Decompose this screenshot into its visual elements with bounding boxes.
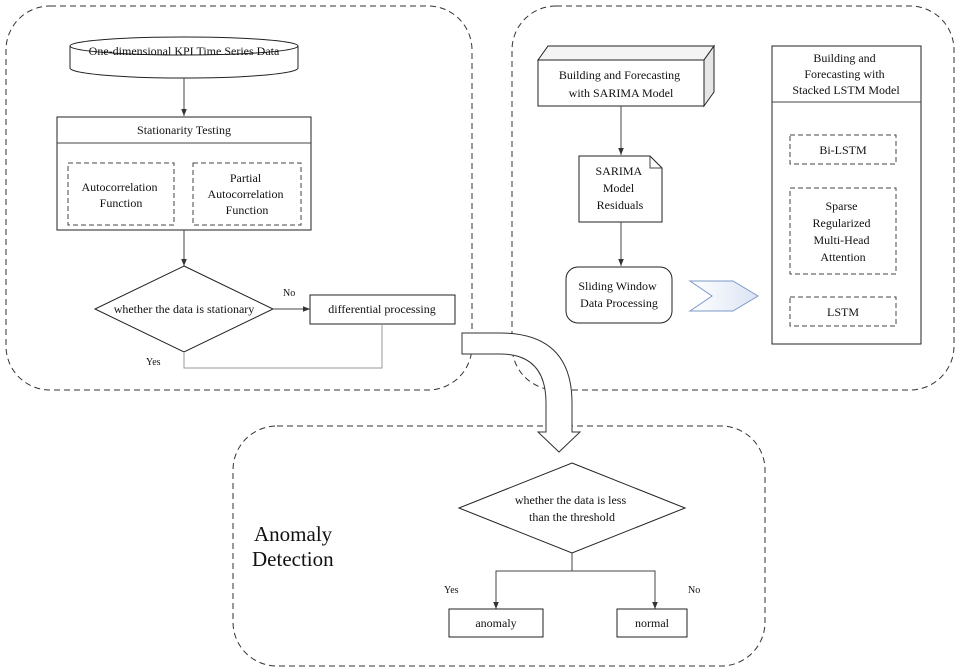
attention-layer [789,187,897,275]
stationarity-testing-box: Stationarity Testing Autocorrelation Fun… [56,116,312,231]
stacked-lstm-box: Building and Forecasting with Stacked LS… [771,45,922,345]
sarima-model-box: Building and Forecasting with SARIMA Mod… [537,44,715,108]
yes-label-bottom: Yes [444,585,459,596]
right-panel-frame [511,5,955,391]
stationary-decision-diamond: whether the data is stationary [93,265,275,353]
no-label-left: No [283,288,295,299]
stationary-decision-label: whether the data is stationary [114,302,255,316]
bottom-panel-frame [232,425,766,667]
anomaly-box: anomaly [448,608,544,638]
pacf-label: Partial Autocorrelation Function [208,171,287,217]
bilstm-label: Bi-LSTM [819,143,867,157]
stationarity-title: Stationarity Testing [137,123,231,137]
lstm-label: LSTM [827,305,859,319]
differential-processing-box: differential processing [309,294,456,325]
sarima-model-label: Building and Forecasting with SARIMA Mod… [559,68,683,100]
lstm-layer [789,296,897,327]
sarima-residuals-label: SARIMA Model Residuals [595,164,644,212]
curved-flow-arrow [461,332,582,453]
data-source-label: One-dimensional KPI Time Series Data [89,44,280,58]
edge-threshold-to-anomaly [493,553,573,609]
sliding-window-label: Sliding Window Data Processing [578,279,659,310]
acf-label: Autocorrelation Function [82,180,161,210]
anomaly-label: anomaly [475,616,516,630]
normal-box: normal [616,608,688,638]
sliding-window-box: Sliding Window Data Processing [565,266,673,324]
edge-threshold-to-normal [572,570,658,609]
threshold-decision-diamond: whether the data is less than the thresh… [457,462,687,554]
stacked-lstm-header: Building and Forecasting with Stacked LS… [792,51,900,97]
no-label-bottom: No [688,585,700,596]
attention-label: Sparse Regularized Multi-Head Attention [813,199,874,264]
data-source-cylinder: One-dimensional KPI Time Series Data [69,36,299,79]
sarima-residuals-document: SARIMA Model Residuals [578,155,663,223]
yes-label-left: Yes [146,357,161,368]
chevron-arrow-icon [688,280,759,312]
threshold-decision-label: whether the data is less than the thresh… [515,493,629,524]
anomaly-detection-title: Anomaly Detection [252,522,337,571]
left-panel-frame [5,5,473,391]
normal-label: normal [635,616,670,630]
bilstm-layer [789,134,897,165]
edge-differential-loop [183,324,383,369]
differential-processing-label: differential processing [328,302,435,316]
